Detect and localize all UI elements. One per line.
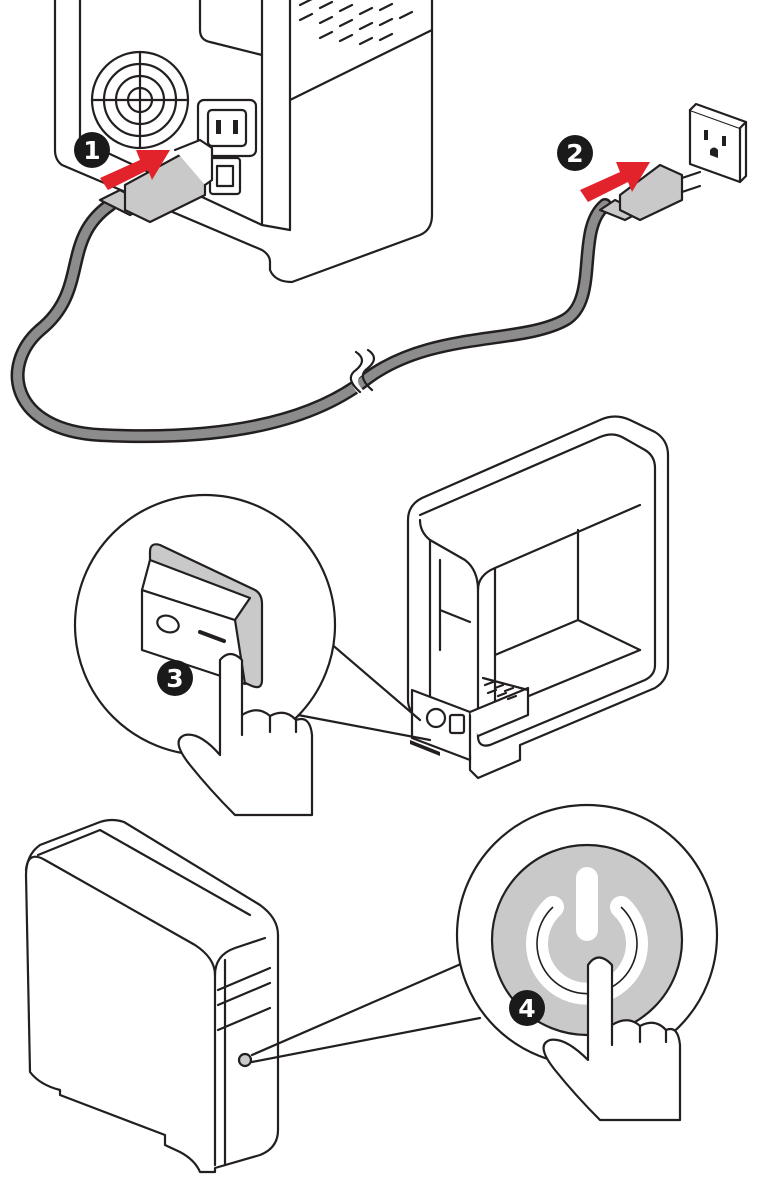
switch-zoom-circle — [75, 495, 335, 815]
case-rear — [408, 417, 668, 779]
step-4-number: 4 — [518, 994, 535, 1023]
step-3-badge: 3 — [157, 660, 193, 696]
zoom-leader-4 — [252, 960, 480, 1062]
step-4-badge: 4 — [509, 990, 545, 1026]
step-1-number: 1 — [83, 136, 100, 165]
step-2-number: 2 — [566, 139, 583, 168]
pc-tower — [26, 820, 278, 1172]
power-button-zoom-circle — [457, 805, 717, 1120]
psu-switch — [210, 158, 240, 194]
tower-power-button — [239, 1054, 251, 1066]
psu-fan — [92, 52, 188, 148]
step-1-badge: 1 — [74, 132, 110, 168]
step-2-badge: 2 — [557, 135, 593, 171]
wall-outlet — [690, 104, 746, 182]
wall-plug — [600, 165, 700, 220]
step-3-number: 3 — [166, 664, 183, 693]
psu-unit — [55, 0, 432, 282]
